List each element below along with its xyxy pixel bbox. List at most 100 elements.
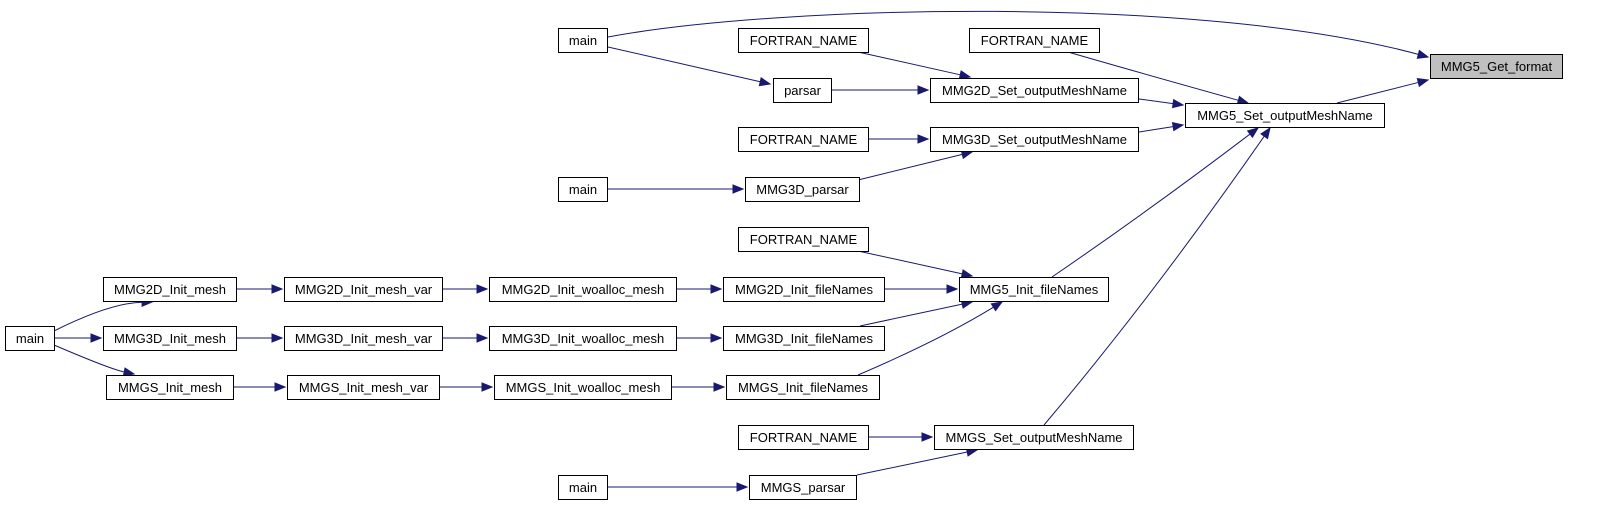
- node-mmg2d-init-fn[interactable]: MMG2D_Init_fileNames: [723, 277, 885, 302]
- node-label: FORTRAN_NAME: [981, 33, 1089, 48]
- node-mmg3d-init-mesh[interactable]: MMG3D_Init_mesh: [103, 326, 237, 351]
- node-mmgs-init-mesh-var[interactable]: MMGS_Init_mesh_var: [287, 375, 440, 400]
- node-mmgs-init-woalloc[interactable]: MMGS_Init_woalloc_mesh: [494, 375, 672, 400]
- node-box[interactable]: [103, 277, 237, 302]
- edge-line: [857, 250, 963, 275]
- node-box[interactable]: [5, 326, 55, 351]
- node-parsar[interactable]: parsar: [773, 78, 832, 103]
- node-mmg2d-init-mesh[interactable]: MMG2D_Init_mesh: [103, 277, 237, 302]
- node-label: MMGS_Init_fileNames: [738, 380, 869, 395]
- edge-mmgs_init_fn-to-mmg5_init_fn: [857, 301, 1004, 376]
- node-box[interactable]: [749, 475, 857, 500]
- node-fortran-5[interactable]: FORTRAN_NAME: [738, 425, 869, 450]
- node-box[interactable]: [969, 28, 1100, 53]
- edge-mmgs_init_mesh_var-to-mmgs_init_woalloc: [440, 382, 494, 392]
- edge-main_top-to-parsar: [607, 46, 772, 87]
- node-fortran-1[interactable]: FORTRAN_NAME: [738, 28, 869, 53]
- node-box[interactable]: [930, 127, 1139, 152]
- node-mmg3d-init-mesh-var[interactable]: MMG3D_Init_mesh_var: [284, 326, 443, 351]
- node-box[interactable]: [773, 78, 832, 103]
- arrowhead: [1416, 49, 1430, 59]
- node-box[interactable]: [489, 277, 677, 302]
- node-mmgs-set-out[interactable]: MMGS_Set_outputMeshName: [934, 425, 1134, 450]
- edges-layer: [53, 10, 1430, 492]
- node-mmg3d-init-woalloc[interactable]: MMG3D_Init_woalloc_mesh: [489, 326, 677, 351]
- node-box[interactable]: [930, 78, 1139, 103]
- node-label: MMG2D_Init_fileNames: [735, 282, 873, 297]
- edge-mmgs_init_woalloc-to-mmgs_init_fn: [672, 382, 726, 392]
- edge-mmg5_set_out-to-get_format: [1336, 77, 1430, 104]
- node-label: main: [16, 331, 44, 346]
- edge-line: [859, 303, 963, 327]
- edge-fortran_3-to-mmg3d_set_out: [869, 134, 930, 144]
- node-main-bottom[interactable]: main: [558, 475, 608, 500]
- arrowhead: [1260, 126, 1271, 140]
- node-box[interactable]: [738, 127, 869, 152]
- edge-line: [53, 344, 125, 373]
- node-box[interactable]: [959, 277, 1109, 302]
- node-label: MMG2D_Init_mesh: [114, 282, 226, 297]
- edge-mmg2d_set_out-to-mmg5_set_out: [1138, 98, 1185, 109]
- node-box[interactable]: [106, 375, 234, 400]
- node-box[interactable]: [558, 177, 608, 202]
- arrowhead: [710, 333, 723, 343]
- node-label: main: [569, 33, 597, 48]
- node-mmg2d-set-out[interactable]: MMG2D_Set_outputMeshName: [930, 78, 1139, 103]
- node-box[interactable]: [489, 326, 677, 351]
- node-box[interactable]: [558, 28, 608, 53]
- node-mmgs-parsar[interactable]: MMGS_parsar: [749, 475, 857, 500]
- node-label: main: [569, 182, 597, 197]
- node-box[interactable]: [558, 475, 608, 500]
- node-label: MMGS_Init_woalloc_mesh: [506, 380, 661, 395]
- node-label: MMG5_Set_outputMeshName: [1197, 108, 1373, 123]
- node-mmg2d-init-woalloc[interactable]: MMG2D_Init_woalloc_mesh: [489, 277, 677, 302]
- arrowhead: [917, 134, 930, 144]
- node-box[interactable]: [745, 177, 860, 202]
- node-box[interactable]: [287, 375, 440, 400]
- node-box[interactable]: [726, 375, 880, 400]
- node-label: MMGS_Set_outputMeshName: [945, 430, 1122, 445]
- nodes-layer: MMG5_Get_formatMMG5_Set_outputMeshNamema…: [5, 28, 1563, 500]
- arrowhead: [1416, 77, 1430, 88]
- arrowhead: [90, 333, 103, 343]
- edge-mmg3d_set_out-to-mmg5_set_out: [1138, 121, 1185, 133]
- node-mmg5-set-out[interactable]: MMG5_Set_outputMeshName: [1185, 103, 1385, 128]
- node-mmgs-init-mesh[interactable]: MMGS_Init_mesh: [106, 375, 234, 400]
- node-box[interactable]: [738, 28, 869, 53]
- node-box[interactable]: [494, 375, 672, 400]
- node-box[interactable]: [934, 425, 1134, 450]
- node-box[interactable]: [723, 277, 885, 302]
- node-label: FORTRAN_NAME: [750, 33, 858, 48]
- node-main-top[interactable]: main: [558, 28, 608, 53]
- arrowhead: [990, 301, 1004, 312]
- edge-fortran_4-to-mmg5_init_fn: [857, 250, 974, 279]
- node-box[interactable]: [284, 277, 443, 302]
- node-main-3d[interactable]: main: [558, 177, 608, 202]
- edge-line: [857, 306, 994, 376]
- node-box[interactable]: [738, 425, 869, 450]
- node-box[interactable]: [723, 326, 885, 351]
- node-fortran-3[interactable]: FORTRAN_NAME: [738, 127, 869, 152]
- edge-line: [857, 153, 963, 181]
- node-box[interactable]: [738, 227, 869, 252]
- node-mmg3d-init-fn[interactable]: MMG3D_Init_fileNames: [723, 326, 885, 351]
- edge-fortran_1-to-mmg2d_set_out: [857, 51, 972, 80]
- node-mmgs-init-fn[interactable]: MMGS_Init_fileNames: [726, 375, 880, 400]
- node-box[interactable]: [1430, 54, 1563, 79]
- arrowhead: [758, 77, 772, 87]
- node-mmg3d-parsar[interactable]: MMG3D_parsar: [745, 177, 860, 202]
- node-get-format[interactable]: MMG5_Get_format: [1430, 54, 1563, 79]
- node-fortran-2[interactable]: FORTRAN_NAME: [969, 28, 1100, 53]
- node-box[interactable]: [103, 326, 237, 351]
- arrowhead: [1171, 121, 1185, 132]
- node-main-left[interactable]: main: [5, 326, 55, 351]
- node-mmg3d-set-out[interactable]: MMG3D_Set_outputMeshName: [930, 127, 1139, 152]
- edge-mmgs_init_mesh-to-mmgs_init_mesh_var: [234, 382, 287, 392]
- edge-line: [1051, 133, 1251, 278]
- node-box[interactable]: [284, 326, 443, 351]
- node-mmg5-init-fn[interactable]: MMG5_Init_fileNames: [959, 277, 1109, 302]
- node-fortran-4[interactable]: FORTRAN_NAME: [738, 227, 869, 252]
- node-box[interactable]: [1185, 103, 1385, 128]
- node-mmg2d-init-mesh-var[interactable]: MMG2D_Init_mesh_var: [284, 277, 443, 302]
